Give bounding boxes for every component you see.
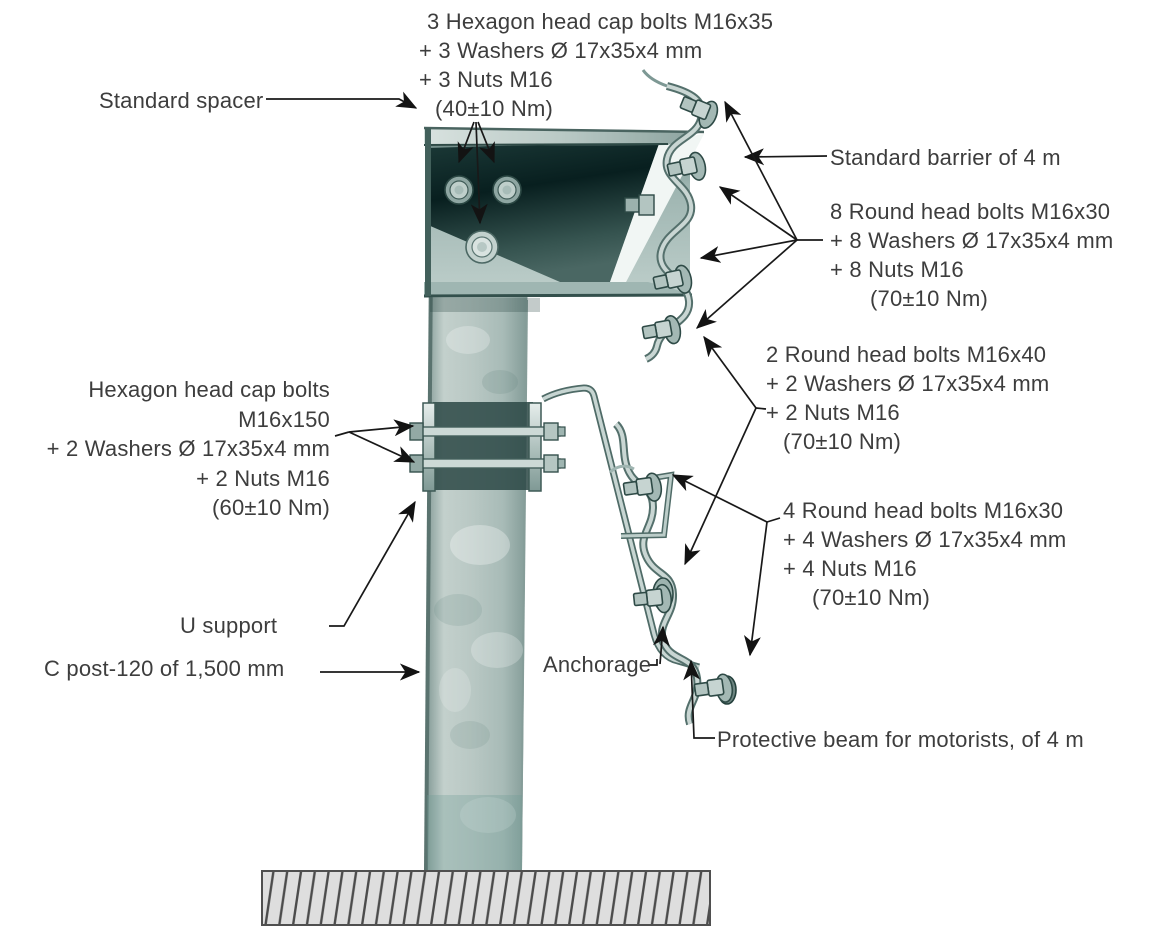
callout-u-support: U support [180,611,277,640]
callout-line: M16x150 [238,406,330,432]
ground-hatch [261,870,711,926]
callout-spacer-bolt-set: 3 Hexagon head cap bolts M16x35 + 3 Wash… [419,7,773,123]
leader-beam-bolts [671,474,781,657]
spacer-bolt [465,230,499,264]
c-post-shape [424,138,529,871]
callout-line: 3 Hexagon head cap bolts M16x35 [427,9,774,34]
leader-standard-barrier [743,148,828,166]
callout-line: + 3 Washers Ø 17x35x4 mm [419,38,703,63]
leader-anchorage [648,625,670,666]
anchor-rod-shape [541,384,700,671]
callout-line: + 2 Washers Ø 17x35x4 mm [766,371,1050,396]
callout-line: + 2 Washers Ø 17x35x4 mm [46,436,330,461]
callout-c-post: C post-120 of 1,500 mm [44,654,284,683]
callout-standard-barrier: Standard barrier of 4 m [830,143,1061,172]
callout-beam-bolt-set: 4 Round head bolts M16x30 + 4 Washers Ø … [783,496,1066,612]
leader-u-support [329,500,416,627]
callout-line: C post-120 of 1,500 mm [44,656,285,681]
callout-splice-bolt-set: 2 Round head bolts M16x40 + 2 Washers Ø … [766,340,1049,456]
callout-standard-spacer: Standard spacer [99,86,263,115]
clamp-bolt-rod [417,426,561,437]
callout-line: + 4 Washers Ø 17x35x4 mm [783,527,1067,552]
callout-line: (40±10 Nm) [435,96,553,121]
callout-line: + 2 Nuts M16 [196,465,330,491]
leader-spacer-bolts [457,121,495,225]
callout-line: + 2 Nuts M16 [766,400,900,425]
callout-line: + 8 Nuts M16 [830,257,964,282]
post-mottle-texture [434,326,523,833]
callout-line: Standard spacer [99,88,264,113]
leader-support-bolts [334,419,416,463]
callout-line: + 4 Nuts M16 [783,556,917,581]
callout-line: Standard barrier of 4 m [830,145,1061,170]
beam-bolt [632,583,674,617]
leader-splice-bolts [684,335,767,566]
leader-protective-beam [683,659,715,739]
callout-line: Hexagon head cap bolts [88,377,330,402]
callout-line: 4 Round head bolts M16x30 [783,498,1064,523]
protective-beam-shape [612,421,702,726]
spacer-bottom-flange [424,282,692,296]
callout-line: Anchorage [543,652,652,677]
callout-line: 2 Round head bolts M16x40 [766,342,1047,367]
leader-barrier-bolts [695,100,823,329]
callout-line: Protective beam for motorists, of 4 m [717,727,1084,752]
callout-barrier-bolt-set: 8 Round head bolts M16x30 + 8 Washers Ø … [830,197,1113,313]
callout-protective-beam: Protective beam for motorists, of 4 m [717,725,1084,754]
callout-line: + 3 Nuts M16 [419,67,553,92]
spacer-stub-bolt [624,194,655,216]
callout-line: 8 Round head bolts M16x30 [830,199,1111,224]
callout-line: (70±10 Nm) [812,585,930,610]
spacer-bolt [444,175,474,205]
callout-support-bolt-set: Hexagon head cap bolts M16x150 + 2 Washe… [28,375,330,523]
spacer-shape [423,126,705,312]
u-support-back-panel [433,402,533,490]
callout-line: (70±10 Nm) [870,286,988,311]
callout-anchorage: Anchorage [543,650,651,679]
spacer-bolt [492,175,522,205]
callout-line: U support [180,613,278,638]
callout-line: (60±10 Nm) [212,495,330,520]
u-support-clamp [409,402,566,492]
callout-line: (70±10 Nm) [783,429,901,454]
leader-standard-spacer [266,91,418,109]
clamp-bolt-rod [417,458,561,469]
anchor-bracket-shape [609,464,675,539]
callout-line: + 8 Washers Ø 17x35x4 mm [830,228,1114,253]
